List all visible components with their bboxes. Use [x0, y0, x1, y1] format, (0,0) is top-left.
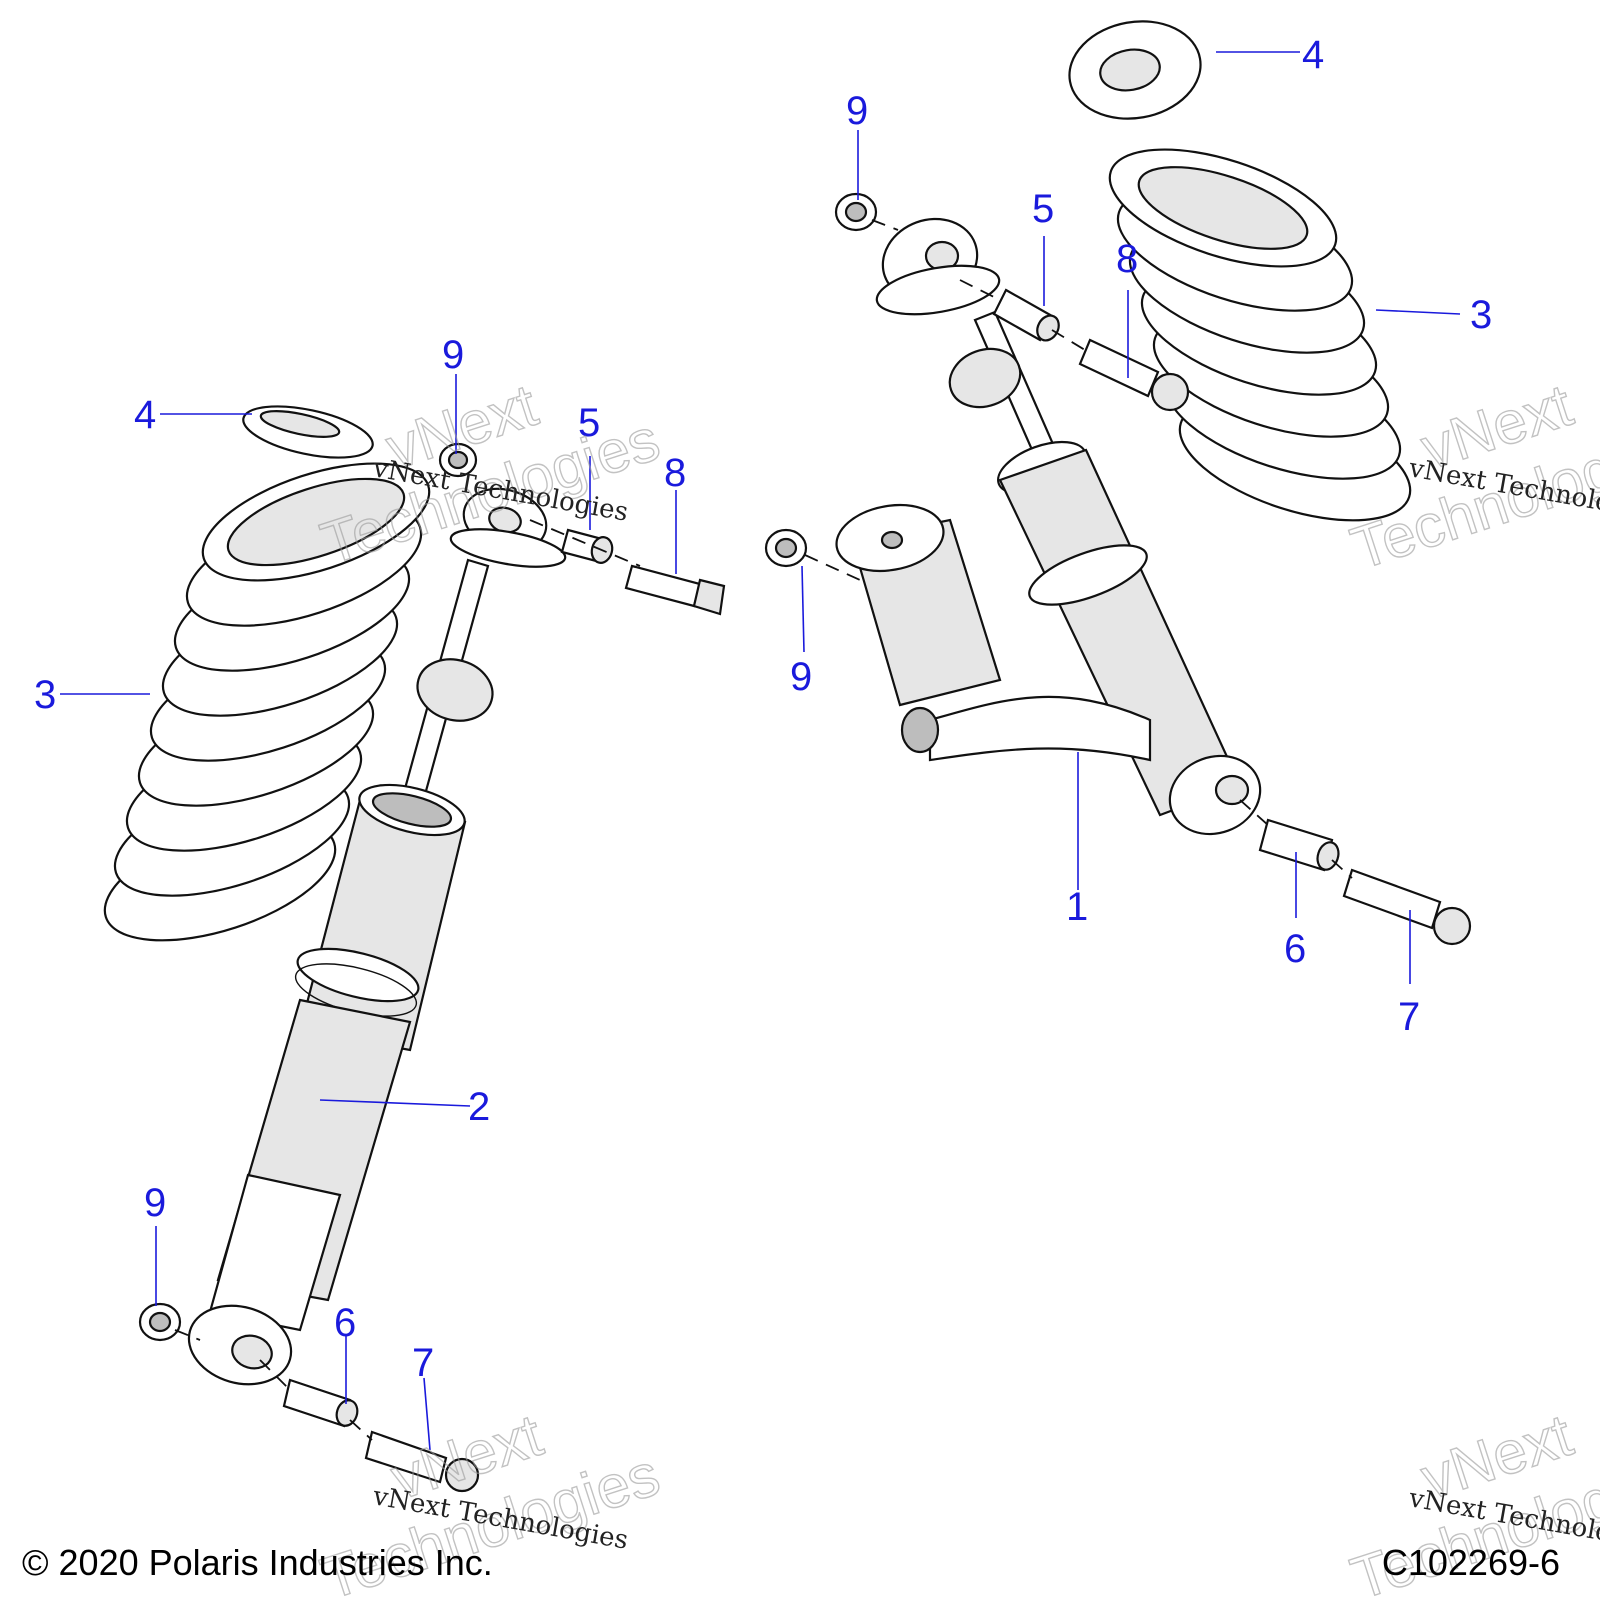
left-lower-hardware [138, 1302, 480, 1493]
callout-7-right: 7 [1398, 995, 1420, 1039]
callout-4-right: 4 [1302, 33, 1324, 77]
callout-2: 2 [468, 1085, 490, 1129]
leader-lines [60, 51, 1461, 1451]
callout-3-left: 3 [34, 673, 56, 717]
callout-8-left: 8 [664, 451, 686, 495]
right-middle-nut [764, 528, 861, 581]
callout-7-left: 7 [412, 1341, 434, 1385]
callout-5-left: 5 [578, 401, 600, 445]
right-spring-retainer [1068, 20, 1202, 120]
callout-6-left: 6 [334, 1301, 356, 1345]
left-spring-retainer [242, 405, 374, 459]
callout-5-right: 5 [1032, 187, 1054, 231]
callout-6-right: 6 [1284, 927, 1306, 971]
callout-9-middle: 9 [790, 655, 812, 699]
right-front-shock [835, 217, 1262, 836]
right-upper-hardware [834, 192, 1190, 412]
left-upper-hardware [438, 442, 726, 616]
figure-id: C102269-6 [1381, 1542, 1560, 1583]
callout-8-right: 8 [1116, 237, 1138, 281]
right-coil-spring [1108, 148, 1412, 522]
callout-9-upper-right: 9 [846, 89, 868, 133]
callout-1: 1 [1066, 885, 1088, 929]
right-lower-hardware [1239, 799, 1472, 946]
copyright-notice: © 2020 Polaris Industries Inc. [22, 1542, 493, 1583]
callout-3-right: 3 [1470, 293, 1492, 337]
callout-4-left: 4 [134, 393, 156, 437]
left-coil-spring [103, 462, 431, 942]
callout-9-lower-left: 9 [144, 1181, 166, 1225]
callout-9-upper-left: 9 [442, 333, 464, 377]
callout-labels: 1 2 3 3 4 4 5 5 6 6 7 7 8 8 9 9 9 9 [34, 33, 1492, 1385]
